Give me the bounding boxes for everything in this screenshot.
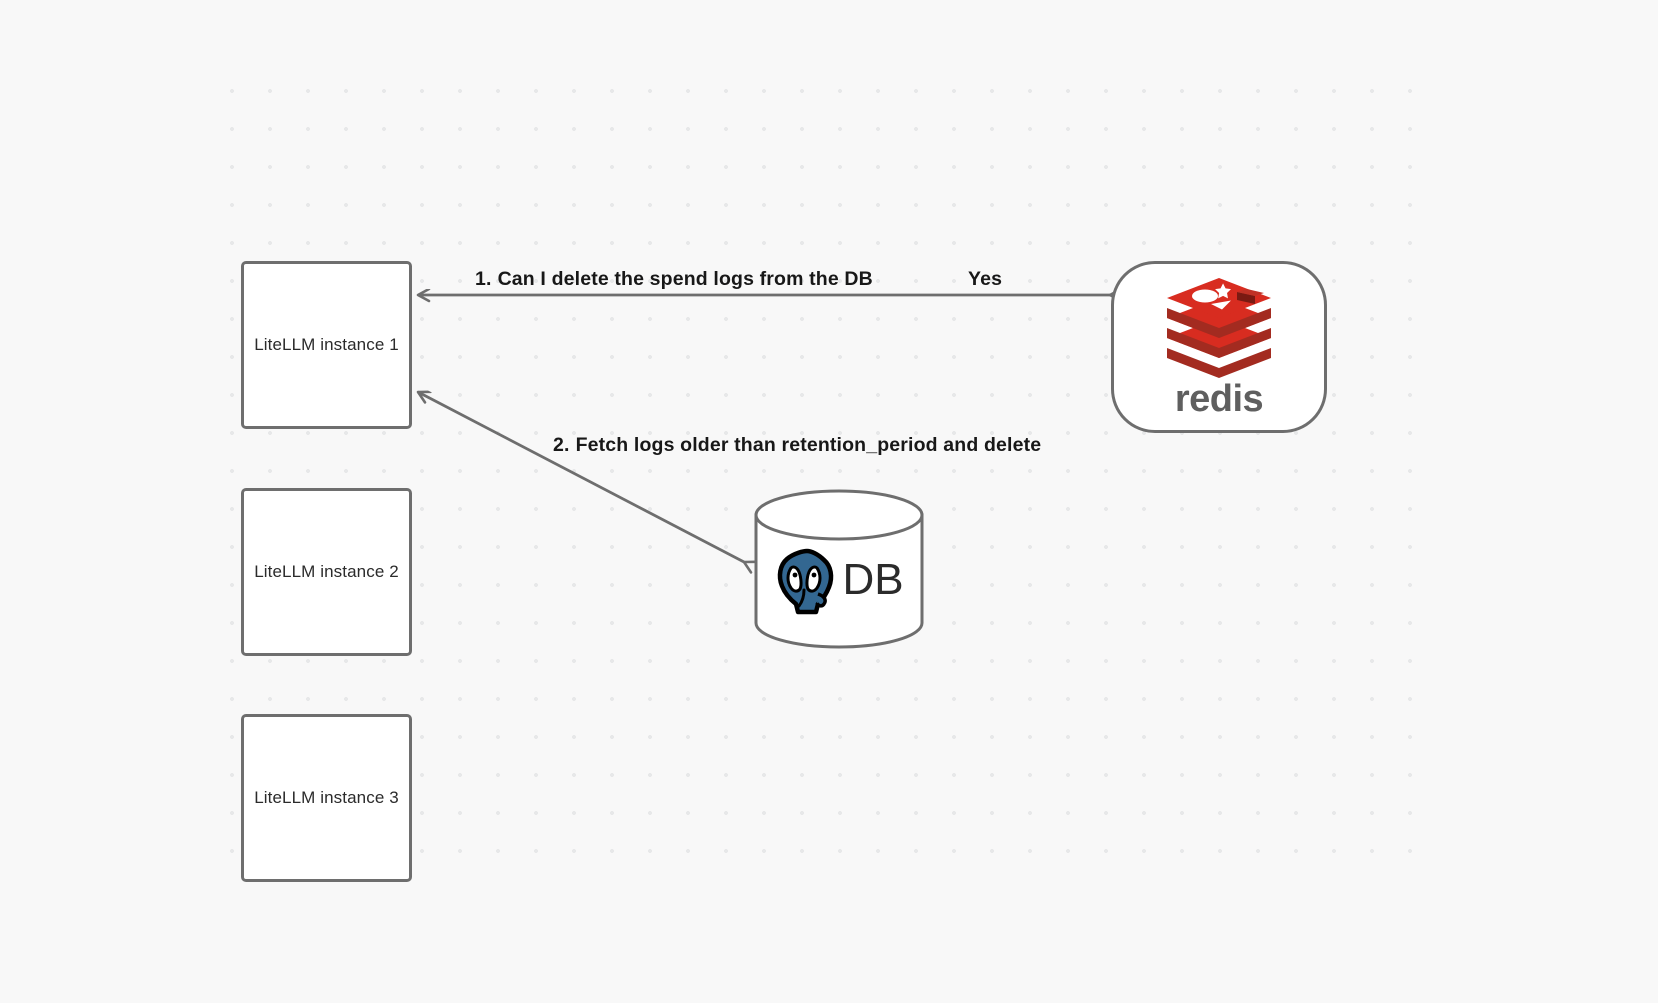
node-litellm-instance-1-label: LiteLLM instance 1: [254, 335, 399, 354]
edge-2-number: 2.: [553, 434, 570, 456]
edge-1-text: Can I delete the spend logs from the DB: [497, 268, 873, 290]
edge-2-label: 2.Fetch logs older than retention_period…: [553, 434, 1041, 457]
node-litellm-instance-3-label: LiteLLM instance 3: [254, 788, 399, 807]
node-redis[interactable]: redis: [1111, 261, 1327, 433]
redis-wordmark: redis: [1174, 377, 1264, 420]
postgresql-elephant-icon: [778, 548, 834, 615]
redis-logo-icon: [1167, 277, 1271, 378]
edge-1-label: 1.Can I delete the spend logs from the D…: [475, 268, 873, 291]
edge-2-connector: [418, 392, 744, 562]
node-litellm-instance-2[interactable]: LiteLLM instance 2: [241, 488, 412, 656]
node-postgres-db[interactable]: DB: [753, 489, 925, 649]
edge-2-text: Fetch logs older than retention_period a…: [575, 434, 1042, 456]
edge-1-number: 1.: [475, 268, 492, 290]
edge-1-reply-label: Yes: [968, 268, 1003, 290]
node-litellm-instance-2-label: LiteLLM instance 2: [254, 562, 399, 581]
node-litellm-instance-1[interactable]: LiteLLM instance 1: [241, 261, 412, 429]
node-litellm-instance-3[interactable]: LiteLLM instance 3: [241, 714, 412, 882]
db-label: DB: [842, 555, 904, 604]
